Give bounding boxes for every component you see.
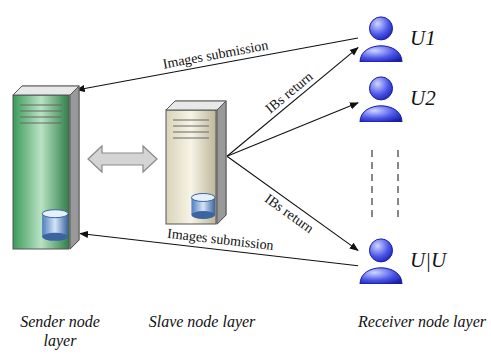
- user-label: U|U: [410, 248, 446, 272]
- user-label: U1: [410, 26, 436, 50]
- user-node: U2: [358, 74, 404, 122]
- server-node: Slave node layer: [165, 100, 227, 225]
- sync-arrow: [88, 146, 157, 172]
- ellipsis-dash: [372, 150, 373, 218]
- user-icon: [358, 236, 404, 284]
- user-label: U2: [410, 86, 436, 110]
- user-node: U1: [358, 14, 404, 62]
- server-node: Sender node layer: [12, 85, 80, 250]
- user-icon: [358, 14, 404, 62]
- layer-label: Slave node layer: [147, 312, 257, 331]
- connector-arrow: [227, 103, 358, 156]
- layer-label: Receiver node layer: [357, 312, 487, 331]
- edge-label: IBs return: [261, 67, 317, 117]
- edge-label: IBs return: [260, 190, 318, 237]
- user-icon: [358, 74, 404, 122]
- layer-label: Sender node layer: [5, 312, 115, 350]
- server-icon: [12, 85, 80, 250]
- server-icon: [165, 100, 227, 225]
- user-node: U|U: [358, 236, 404, 284]
- edge-label: Images submission: [160, 37, 272, 72]
- connector-arrow: [227, 48, 358, 157]
- ellipsis-dash: [398, 150, 399, 218]
